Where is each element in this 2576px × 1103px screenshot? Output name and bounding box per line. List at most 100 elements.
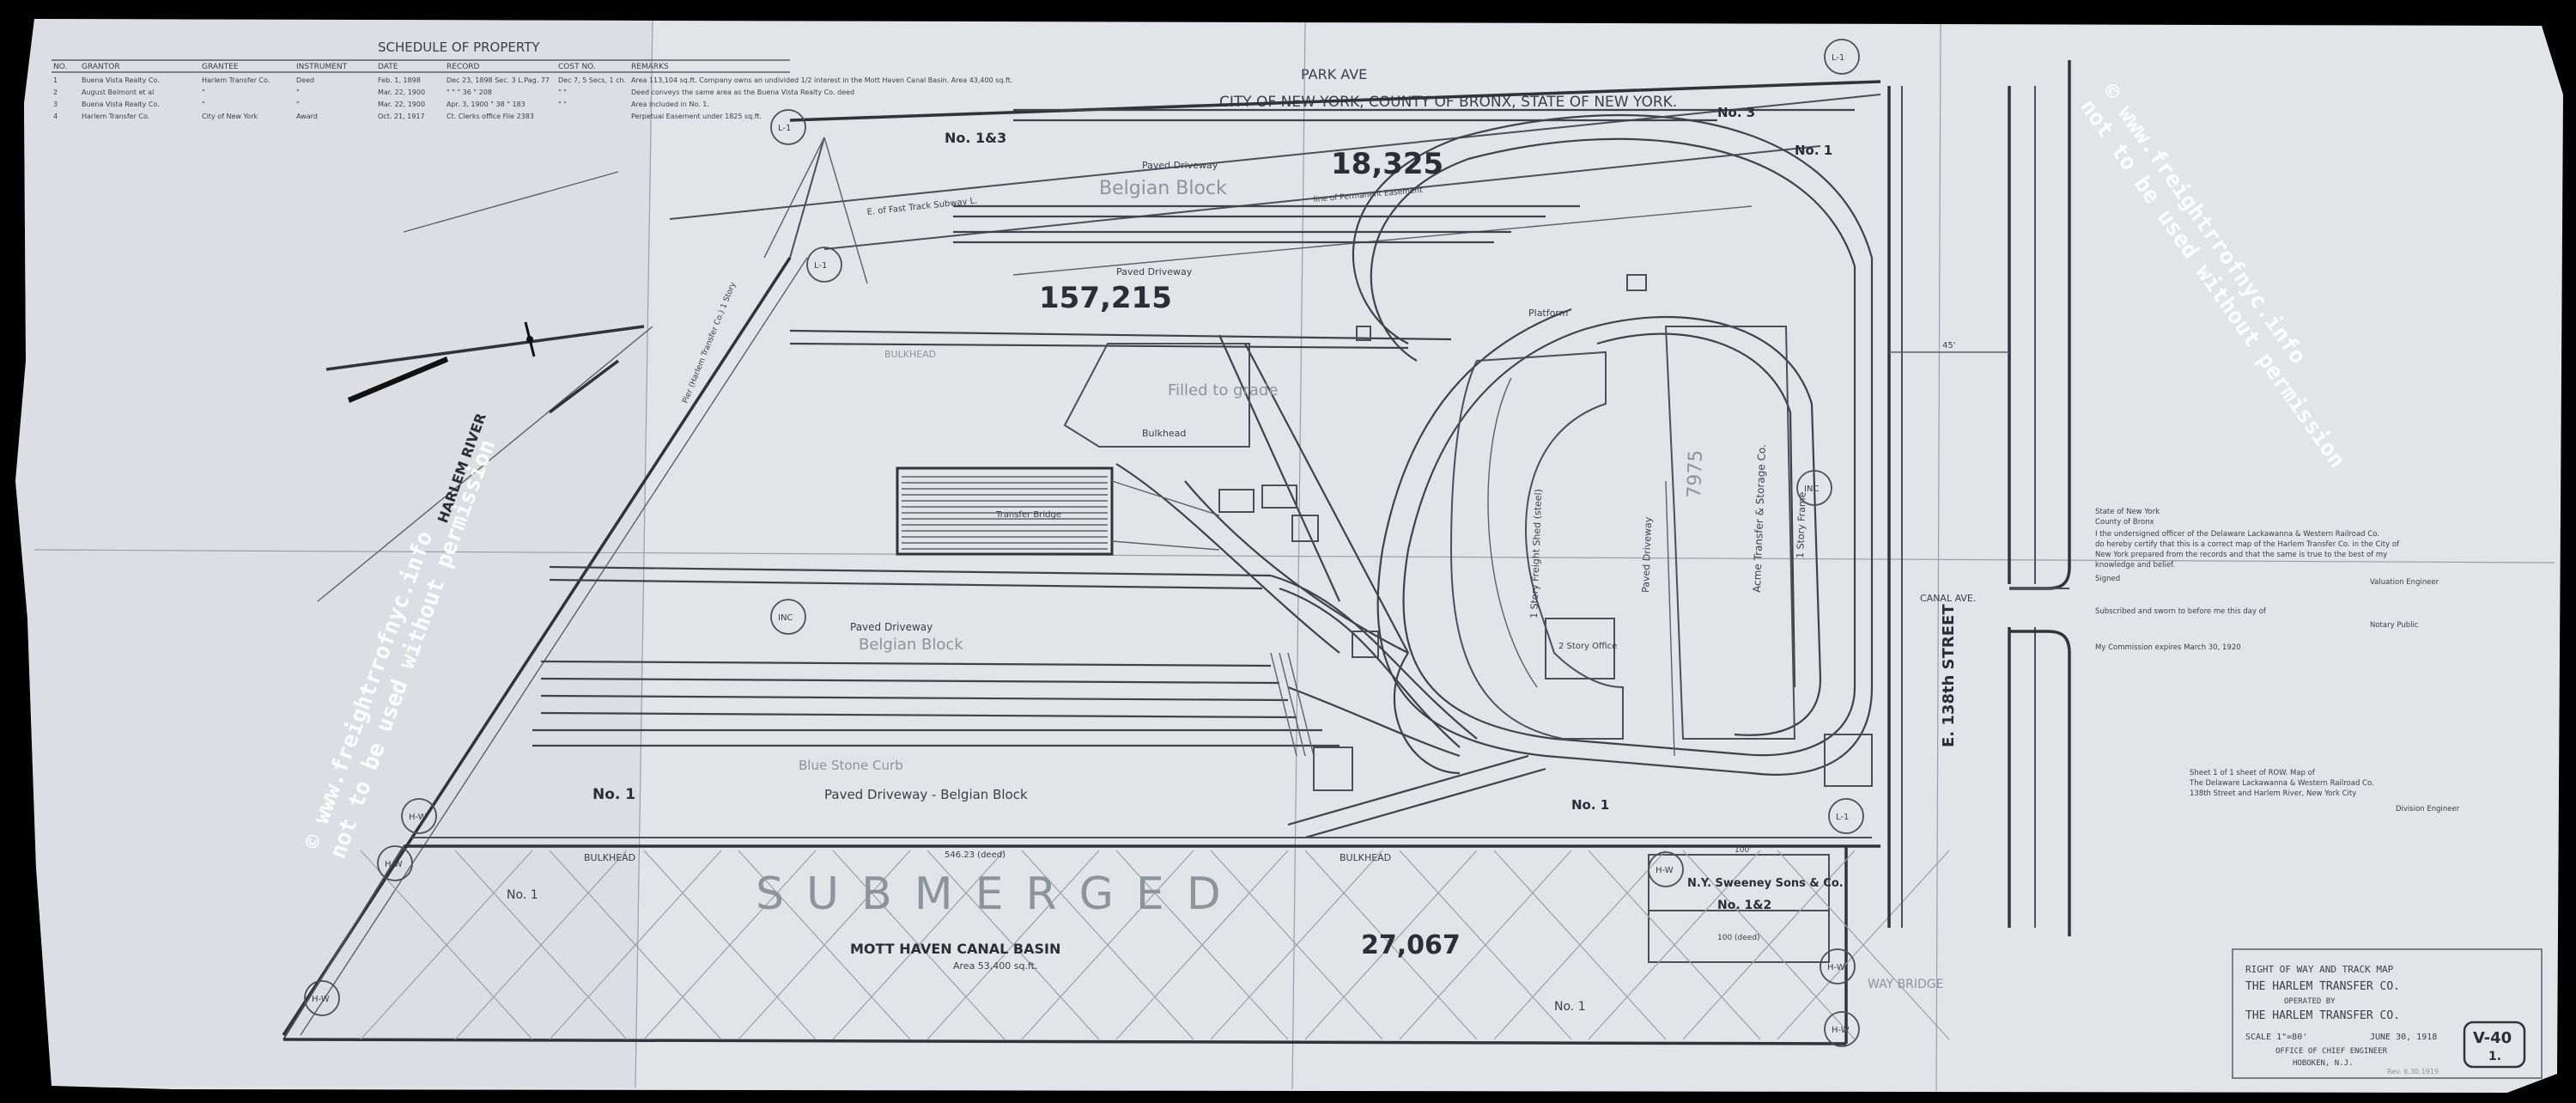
- title-line2: THE HARLEM TRANSFER CO.: [2245, 980, 2400, 993]
- affidavit-line: Subscribed and sworn to before me this d…: [2095, 607, 2267, 616]
- schedule-column-header: GRANTOR: [82, 63, 120, 71]
- sheet-sub: 1.: [2488, 1050, 2501, 1063]
- schedule-cell: ": [296, 88, 300, 96]
- reference-circle-label: L-1: [778, 124, 791, 133]
- reference-circle: INC: [1796, 470, 1832, 506]
- office-label: 2 Story Office: [1558, 642, 1617, 651]
- schedule-cell: Area included in No. 1.: [631, 101, 709, 108]
- schedule-cell: Buena Vista Realty Co.: [82, 76, 160, 84]
- reference-circle-label: H-W: [385, 860, 403, 869]
- affidavit-line: Valuation Engineer: [2370, 578, 2439, 587]
- schedule-row: 4 Harlem Transfer Co. City of New York Awar…: [53, 113, 762, 120]
- title-line4: THE HARLEM TRANSFER CO.: [2245, 1009, 2400, 1022]
- affidavit-line: State of New York: [2095, 508, 2160, 516]
- title-line3: OPERATED BY: [2284, 997, 2336, 1006]
- reference-circle: H-W: [1824, 1011, 1860, 1047]
- schedule-cell: Harlem Transfer Co.: [82, 113, 149, 120]
- schedule-cell: 2: [53, 88, 58, 96]
- sheet-note-line: 138th Street and Harlem River, New York …: [2190, 789, 2356, 798]
- schedule-column-header: COST NO.: [558, 63, 596, 71]
- acme-building: [1664, 326, 1796, 757]
- reference-circle: H-W: [304, 980, 340, 1016]
- no183-label: No. 1&3: [945, 130, 1006, 146]
- schedule-cell: Mar. 22, 1900: [378, 101, 425, 108]
- affidavit-line: My Commission expires March 30, 1920: [2095, 643, 2241, 652]
- reference-circle: L-1: [806, 247, 842, 283]
- schedule-cell: " " " 36 " 208: [447, 88, 492, 96]
- schedule-cell: Buena Vista Realty Co.: [82, 101, 160, 108]
- belgian-block-1-label: Belgian Block: [1099, 178, 1227, 199]
- park-ave-label: PARK AVE: [1301, 66, 1367, 82]
- schedule-cell: 3: [53, 101, 58, 108]
- reference-circle-label: H-W: [312, 995, 330, 1004]
- plan-labels: PARK AVE No. 1&3 No. 3 No. 1 line of Per…: [434, 66, 1976, 1014]
- schedule-cell: Ct. Clerks office File 2383: [447, 113, 534, 120]
- schedule-cell: " ": [558, 101, 567, 108]
- paved-driveway-4-label: Paved Driveway: [850, 621, 933, 633]
- dim-100-label: 100': [1735, 846, 1752, 855]
- reference-circle: L-1: [770, 109, 806, 145]
- schedule-cell: 4: [53, 113, 58, 120]
- basin: [283, 837, 1950, 1045]
- title-city: HOBOKEN, N.J.: [2293, 1059, 2353, 1068]
- freight-shed-label: 1 Story Freight Shed (steel): [1528, 489, 1544, 619]
- paper-shade: [15, 19, 653, 1088]
- transfer-bridge-label: Transfer Bridge: [995, 510, 1061, 520]
- reference-circle-label: H-W: [1827, 963, 1845, 972]
- small-buildings: [1218, 274, 1873, 791]
- schedule-cell: Award: [296, 113, 318, 120]
- affidavit-line: knowledge and belief.: [2095, 561, 2175, 570]
- schedule-cell: City of New York: [202, 113, 258, 120]
- reference-circle-label: INC: [778, 613, 793, 623]
- schedule-cell: Feb. 1, 1898: [378, 76, 421, 84]
- ny-sweeney-label: N.Y. Sweeney Sons & Co.: [1687, 877, 1844, 890]
- paved-driveway-1-label: Paved Driveway: [1142, 160, 1218, 171]
- reference-circle: H-W: [1820, 948, 1856, 984]
- area-157215-label: 157,215: [1039, 281, 1172, 315]
- paved-driveway-2-label: Paved Driveway: [1116, 266, 1193, 277]
- schedule-cell: " ": [558, 88, 567, 96]
- schedule-column-header: RECORD: [447, 63, 480, 71]
- reference-circle: INC: [770, 599, 806, 635]
- sheet-note-line: The Delaware Lackawanna & Western Railro…: [2189, 779, 2374, 788]
- area-7975-label: 7975: [1684, 449, 1707, 498]
- schedule-column-header: REMARKS: [631, 63, 669, 71]
- schedule-cell: Oct. 21, 1917: [378, 113, 425, 120]
- reference-circle-label: H-W: [409, 813, 427, 822]
- title-line1: RIGHT OF WAY AND TRACK MAP: [2245, 964, 2394, 975]
- paved-driveway-5-label: Paved Driveway - Belgian Block: [824, 787, 1028, 802]
- paved-driveway-3-label: Paved Driveway: [1640, 516, 1654, 593]
- belgian-block-4-label: Belgian Block: [859, 636, 963, 654]
- reference-circle-label: H-W: [1832, 1026, 1850, 1035]
- schedule-cell: ": [296, 101, 300, 108]
- bulkhead-2-label: Bulkhead: [1142, 428, 1186, 439]
- affidavit-line: County of Bronx: [2095, 518, 2154, 527]
- no182-label: No. 1&2: [1717, 899, 1771, 912]
- schedule-cell: Dec 7, 5 Secs, 1 ch.: [558, 76, 626, 84]
- schedule-column-header: INSTRUMENT: [296, 63, 348, 71]
- loop-tracks: [1352, 113, 1874, 776]
- transfer-bridge: [896, 466, 1220, 556]
- dim-100-deed-label: 100 (deed): [1717, 934, 1760, 942]
- affidavit-line: Signed: [2095, 575, 2120, 583]
- reference-circle: H-W: [377, 845, 413, 881]
- affidavit-line: Notary Public: [2370, 621, 2419, 630]
- schedule-cell: Deed: [296, 76, 314, 84]
- affidavit-line: New York prepared from the records and t…: [2095, 551, 2387, 559]
- affidavit-line: I the undersigned officer of the Delawar…: [2095, 530, 2379, 539]
- header-title: CITY OF NEW YORK, COUNTY OF BRONX, STATE…: [1219, 94, 1677, 111]
- title-block: RIGHT OF WAY AND TRACK MAP THE HARLEM TR…: [2232, 948, 2543, 1079]
- property-lines: [669, 80, 1881, 284]
- dim-45-label: 45': [1942, 341, 1955, 350]
- title-date: JUNE 30, 1918: [2370, 1033, 2437, 1042]
- no1-mid-label: No. 1: [592, 786, 635, 803]
- reference-circle: L-1: [1824, 39, 1860, 75]
- mott-haven-label: MOTT HAVEN CANAL BASIN: [850, 941, 1060, 957]
